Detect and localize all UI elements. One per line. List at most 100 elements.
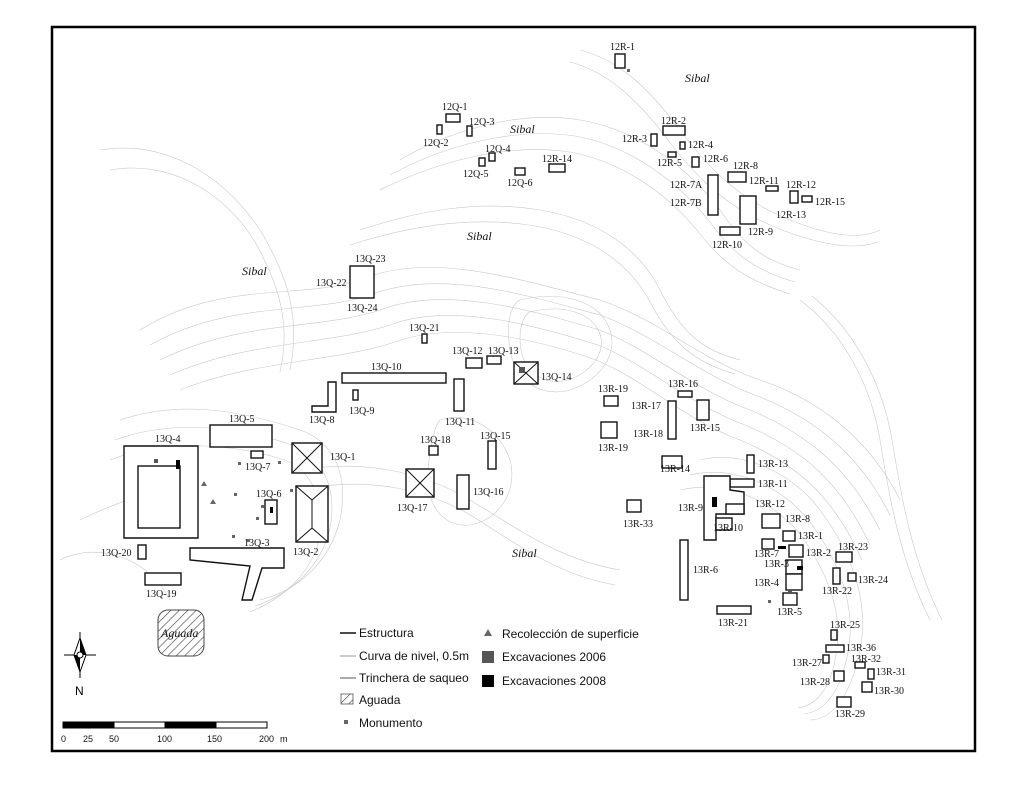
label-13r-8: 13R-8 xyxy=(785,514,810,525)
structure-13r-23 xyxy=(835,551,853,563)
monuments xyxy=(201,69,771,603)
label-13r-14: 13R-14 xyxy=(660,464,690,475)
label-13r-13: 13R-13 xyxy=(758,459,788,470)
structure-12r-6 xyxy=(691,156,700,168)
excavation-marks xyxy=(154,367,803,594)
label-13q-6: 13Q-6 xyxy=(256,489,282,500)
label-13q-20: 13Q-20 xyxy=(101,548,132,559)
structure-13r-17 xyxy=(667,400,677,440)
label-12r-2: 12R-2 xyxy=(661,116,686,127)
legend-recoleccion-swatch xyxy=(484,629,492,636)
label-13q-15: 13Q-15 xyxy=(480,431,511,442)
label-13r-2: 13R-2 xyxy=(806,548,831,559)
legend: Estructura Curva de nivel, 0.5m Trincher… xyxy=(340,626,639,730)
label-13q-14: 13Q-14 xyxy=(541,372,572,383)
structure-13r-29 xyxy=(836,696,852,708)
scale-tick-50: 50 xyxy=(109,734,119,744)
label-13r-19-main-visible: 13R-19 xyxy=(598,443,628,454)
label-13q-13: 13Q-13 xyxy=(488,346,519,357)
group-13q: 13Q-23 13Q-22 13Q-24 13Q-21 13Q-12 13Q-1… xyxy=(101,254,572,601)
structure-12r-1 xyxy=(614,53,626,69)
structure-13r-20 xyxy=(603,395,619,407)
structure-12q-3 xyxy=(466,125,473,137)
region-label-sibal-s: Sibal xyxy=(512,546,537,560)
group-12r: 12R-1 12R-2 12R-3 12R-4 12R-5 12R-6 12R-… xyxy=(610,42,845,251)
label-12r-5: 12R-5 xyxy=(657,158,682,169)
scale-tick-0: 0 xyxy=(61,734,66,744)
label-12q-4: 12Q-4 xyxy=(485,144,511,155)
scale-tick-150: 150 xyxy=(207,734,222,744)
legend-exc2008-swatch xyxy=(482,675,494,687)
label-12r-3: 12R-3 xyxy=(622,134,647,145)
structure-12r-15 xyxy=(548,163,566,173)
group-12q: 12Q-1 12Q-2 12Q-3 12Q-4 12Q-5 12Q-6 12R-… xyxy=(423,102,572,189)
structure-13r-2 xyxy=(788,544,804,558)
structure-13r-24 xyxy=(847,572,857,582)
legend-exc2006-label: Excavaciones 2006 xyxy=(502,650,606,664)
structure-13r-27 xyxy=(822,654,830,664)
structure-13r-4 xyxy=(785,573,803,591)
legend-aguada-swatch xyxy=(340,693,354,705)
label-13r-16: 13R-16 xyxy=(668,379,698,390)
region-label-sibal-c: Sibal xyxy=(467,229,492,243)
structure-13q-12 xyxy=(465,357,483,369)
label-13q-10: 13Q-10 xyxy=(371,362,402,373)
label-13r-10: 13R-10 xyxy=(713,523,743,534)
legend-trinchera-label: Trinchera de saqueo xyxy=(359,671,469,685)
label-12r-1: 12R-1 xyxy=(610,42,635,53)
label-13r-36: 13R-36 xyxy=(846,643,876,654)
structure-13r-7 xyxy=(761,538,775,550)
structure-13q-16 xyxy=(456,474,470,510)
structure-12r-4 xyxy=(679,141,686,150)
group-13r: 13R-19 13R-16 13R-17 13R-15 13R-18 13R-1… xyxy=(598,379,906,720)
legend-aguada-label: Aguada xyxy=(359,693,401,707)
structure-13q-11 xyxy=(453,378,465,412)
map-border xyxy=(50,25,977,753)
label-12r-11: 12R-11 xyxy=(749,176,779,187)
structure-13r-33 xyxy=(626,499,642,513)
structure-13r-8 xyxy=(761,513,781,529)
structure-12r-12 xyxy=(789,190,799,204)
structure-12r-11 xyxy=(765,185,779,192)
label-13q-23: 13Q-23 xyxy=(355,254,386,265)
structure-13r-32 xyxy=(854,661,866,669)
structure-12r-8 xyxy=(727,171,747,183)
label-13r-27: 13R-27 xyxy=(792,658,822,669)
legend-exc2006-swatch xyxy=(482,651,494,663)
label-13r-12: 13R-12 xyxy=(755,499,785,510)
structure-13q-5 xyxy=(209,424,273,448)
scale-tick-100: 100 xyxy=(157,734,172,744)
structure-12q-2 xyxy=(436,124,443,135)
label-12r-13: 12R-13 xyxy=(776,210,806,221)
label-13r-3: 13R-3 xyxy=(764,559,789,570)
label-13r-30: 13R-30 xyxy=(874,686,904,697)
scale-tick-200: 200 xyxy=(259,734,274,744)
structure-13q-3 xyxy=(189,547,285,601)
structure-13r-5 xyxy=(782,592,798,606)
label-13r-18: 13R-18 xyxy=(633,429,663,440)
label-13q-4: 13Q-4 xyxy=(155,434,181,445)
label-13q-9: 13Q-9 xyxy=(349,406,375,417)
structure-12q-1 xyxy=(445,113,461,123)
label-13r-15: 13R-15 xyxy=(690,423,720,434)
region-label-sibal-w: Sibal xyxy=(242,264,267,278)
structure-13r-22 xyxy=(832,567,841,585)
structure-12q-4 xyxy=(488,152,496,162)
aguada-label: Aguada xyxy=(160,626,198,640)
label-12r-7b: 12R-7B xyxy=(670,198,702,209)
label-13r-1: 13R-1 xyxy=(798,531,823,542)
label-13q-7: 13Q-7 xyxy=(245,462,271,473)
label-13q-17: 13Q-17 xyxy=(397,503,428,514)
label-12q-1: 12Q-1 xyxy=(442,102,468,113)
label-13q-1: 13Q-1 xyxy=(330,452,356,463)
label-13r-29: 13R-29 xyxy=(835,709,865,720)
structure-13q-8 xyxy=(311,381,337,413)
label-13r-24: 13R-24 xyxy=(858,575,888,586)
structure-12r-2 xyxy=(662,125,686,136)
label-12q-5: 12Q-5 xyxy=(463,169,489,180)
structure-13r-31 xyxy=(867,668,875,680)
structure-12r-14 xyxy=(801,195,813,203)
label-13q-11: 13Q-11 xyxy=(445,417,475,428)
structure-13r-21 xyxy=(716,605,752,615)
region-label-sibal-n: Sibal xyxy=(510,122,535,136)
